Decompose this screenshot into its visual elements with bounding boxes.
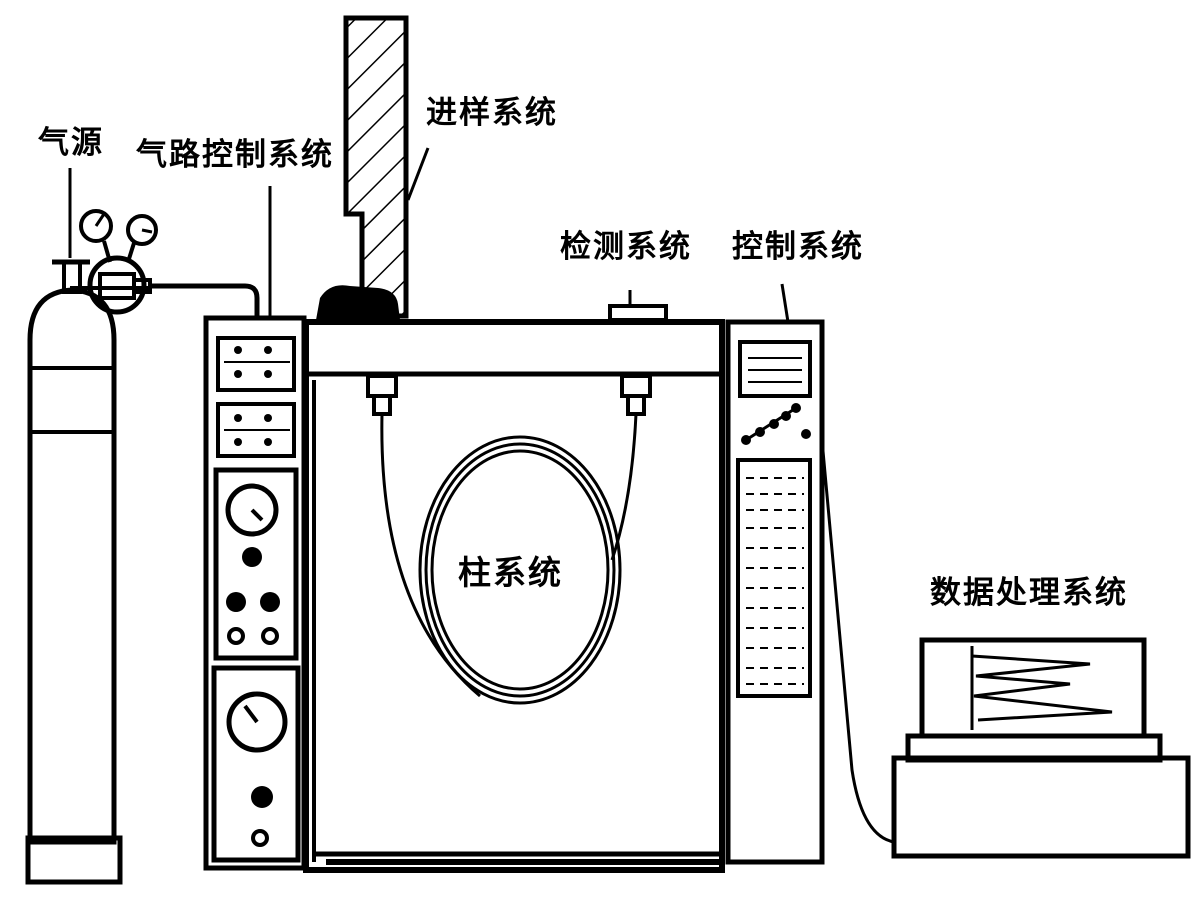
data-processor: [891, 637, 1191, 859]
oven-body: [303, 319, 725, 873]
label-gas-control: 气路控制系统: [136, 137, 334, 173]
label-detection: 检测系统: [560, 229, 692, 265]
signal-cable: [820, 439, 895, 844]
gas-line: [150, 283, 260, 318]
label-control: 控制系统: [732, 229, 864, 265]
label-gas-source: 气源: [38, 125, 104, 161]
column-coil: [380, 413, 638, 705]
column-fittings: [366, 374, 652, 416]
control-panel: [725, 283, 825, 865]
detector-block: [608, 290, 668, 322]
label-column: 柱系统: [458, 553, 563, 592]
label-injection: 进样系统: [426, 95, 558, 131]
gas-cylinder: [25, 259, 123, 885]
leader-lines: [68, 147, 430, 318]
injection-port: [316, 15, 409, 320]
gas-control-panel: [203, 315, 307, 871]
label-data-processing: 数据处理系统: [930, 575, 1128, 611]
pressure-regulator: [70, 209, 158, 315]
